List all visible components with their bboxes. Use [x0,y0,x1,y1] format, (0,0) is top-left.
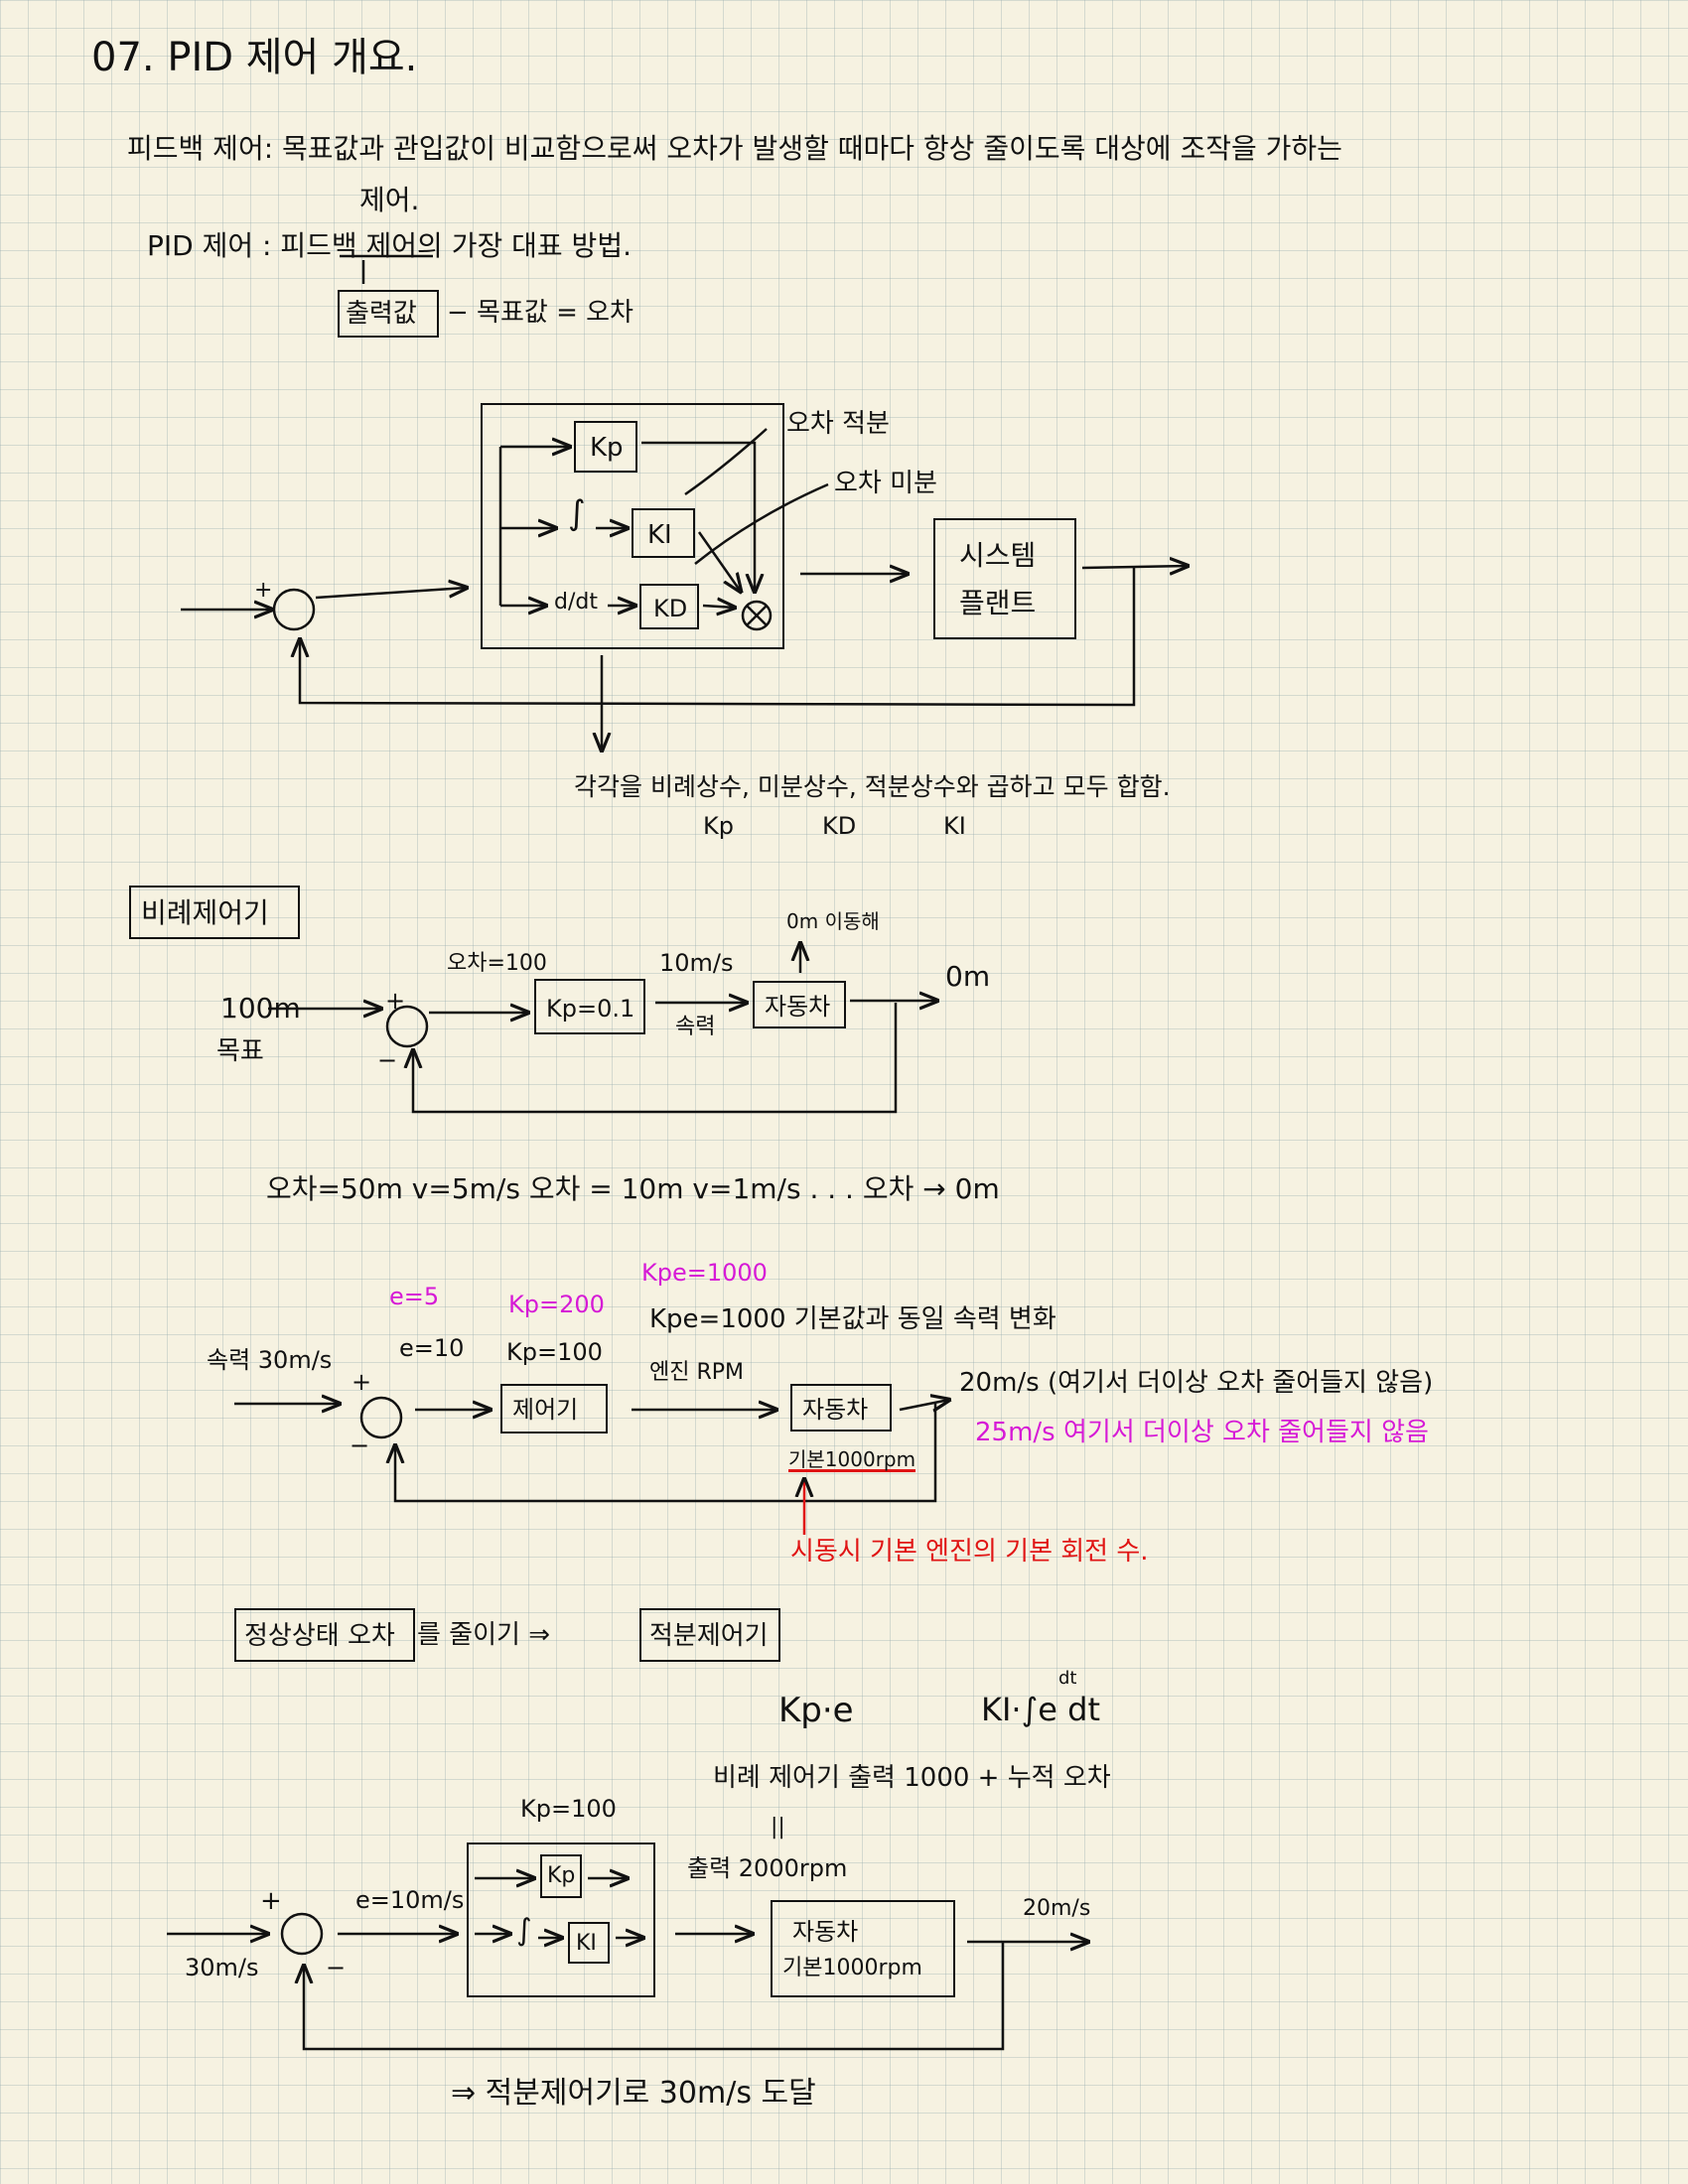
ss-kp100: Kp=100 [506,1338,603,1366]
ss-input-label: 속력 30m/s [207,1346,333,1374]
i-controller-heading: 적분제어기 [649,1621,769,1651]
i-car-label-1: 자동차 [792,1918,859,1946]
kp-block-label: Kp [590,433,624,463]
ki-integral-term: KI·∫e dt [981,1691,1100,1728]
integral-symbol: ∫ [568,493,586,533]
p-output: 0m [945,960,991,993]
system-plant-box: 시스템 플랜트 [933,518,1076,639]
d1-output-arrow [1081,566,1188,568]
p-speed-label: 속력 [675,1015,716,1039]
i-formula-text: 비례 제어기 출력 1000 + 누적 오차 [713,1763,1111,1793]
ss-red-note: 시동시 기본 엔진의 기본 회전 수. [790,1537,1149,1567]
kp-block: Kp [574,421,637,473]
page-title: 07. PID 제어 개요. [91,35,418,80]
i-ki-block: KI [568,1922,610,1964]
kd-block-label: KD [653,595,688,622]
ss-car-box: 자동차 [790,1384,892,1432]
p-target-value: 100m [220,992,301,1024]
ss-kp200: Kp=200 [508,1291,605,1318]
ki-block-label: KI [647,520,672,550]
note-kd: KD [822,812,857,840]
i-kp-block-label: Kp [547,1863,576,1888]
ss-kpe-pink: Kpe=1000 [641,1259,768,1287]
i-input-label: 30m/s [185,1954,259,1981]
p-error-progression: 오차=50m v=5m/s 오차 = 10m v=1m/s . . . 오차 →… [266,1172,1000,1205]
steady-state-error-box: 정상상태 오차 [234,1608,415,1662]
d1-summing-junction [272,588,316,631]
kd-block: KD [639,584,699,629]
error-derivative-label: 오차 미분 [834,469,937,498]
kp-e-term: Kp·e [778,1691,854,1730]
steady-state-error-label: 정상상태 오차 [244,1621,395,1651]
ss-output-1: 20m/s (여기서 더이상 오차 줄어들지 않음) [959,1368,1434,1398]
p-target-label: 목표 [216,1036,264,1066]
i-controller-heading-box: 적분제어기 [639,1608,780,1662]
output-value-box: 출력값 [338,290,439,338]
feedback-definition-cont: 제어. [359,184,420,216]
i-minus-sign: − [326,1954,347,1981]
note-kp: Kp [703,812,734,840]
p-plus-sign: + [385,987,406,1015]
ss-base-rpm: 기본1000rpm [788,1447,916,1472]
ki-block: KI [632,508,695,558]
p-error-label: 오차=100 [447,951,547,976]
ss-e10: e=10 [399,1334,465,1362]
gains-note: 각각을 비례상수, 미분상수, 적분상수와 곱하고 모두 합함. [574,772,1171,801]
p-arrival-note: 0m 이동해 [786,909,880,933]
p-car-label: 자동차 [765,993,831,1021]
p-controller-heading-box: 비례제어기 [129,886,300,939]
i-integral-symbol: ∫ [516,1913,532,1948]
i-equals-sign: || [771,1815,785,1840]
pid-definition: PID 제어 : 피드백 제어의 가장 대표 방법. [147,229,632,262]
i-summing-junction [280,1912,324,1956]
d1-to-controller-arrow [315,588,467,600]
p-controller-heading: 비례제어기 [141,896,269,929]
ss-controller-box: 제어기 [500,1384,608,1433]
reduce-arrow-text: 를 줄이기 ⇒ [417,1620,550,1650]
i-output-rpm: 출력 2000rpm [687,1854,848,1882]
ss-controller-label: 제어기 [512,1396,579,1424]
feedback-definition: 피드백 제어: 목표값과 관입값이 비교함으로써 오차가 발생할 때마다 항상 … [127,132,1342,165]
ss-car-label: 자동차 [802,1396,869,1424]
p-speed-value: 10m/s [659,949,734,977]
i-output-speed: 20m/s [1023,1896,1091,1921]
ss-output-arrow [899,1400,949,1410]
ss-kpe-note: Kpe=1000 기본값과 동일 속력 변화 [649,1304,1056,1334]
ki-integral-upper-limit: dt [1058,1668,1077,1689]
i-car-label-2: 기본1000rpm [782,1956,922,1980]
note-ki: KI [943,812,966,840]
ss-output-2: 25m/s 여기서 더이상 오차 줄어들지 않음 [975,1418,1429,1447]
i-ki-block-label: KI [576,1931,597,1956]
i-plus-sign: + [260,1886,282,1916]
kp-gain-box: Kp=0.1 [534,979,645,1034]
ss-e5: e=5 [389,1283,440,1310]
p-minus-sign: − [377,1046,398,1074]
kp-gain-label: Kp=0.1 [546,995,635,1023]
derivative-symbol: d/dt [554,590,598,614]
d1-plus-sign: + [254,578,273,603]
i-conclusion: ⇒ 적분제어기로 30m/s 도달 [451,2076,816,2111]
plant-label-1: 시스템 [959,539,1037,572]
i-error-label: e=10m/s [355,1886,465,1914]
p-car-box: 자동차 [753,981,846,1028]
i-kp-block: Kp [540,1854,582,1898]
i-kp100: Kp=100 [520,1795,617,1823]
output-value-label: 출력값 [346,299,417,329]
error-integral-label: 오차 적분 [786,409,890,439]
ss-minus-sign: − [350,1432,370,1459]
error-equation: − 목표값 = 오차 [447,298,633,328]
ss-plus-sign: + [352,1368,372,1396]
ss-rpm-label: 엔진 RPM [649,1360,745,1385]
plant-label-2: 플랜트 [959,587,1037,619]
i-car-box: 자동차 기본1000rpm [771,1900,955,1997]
